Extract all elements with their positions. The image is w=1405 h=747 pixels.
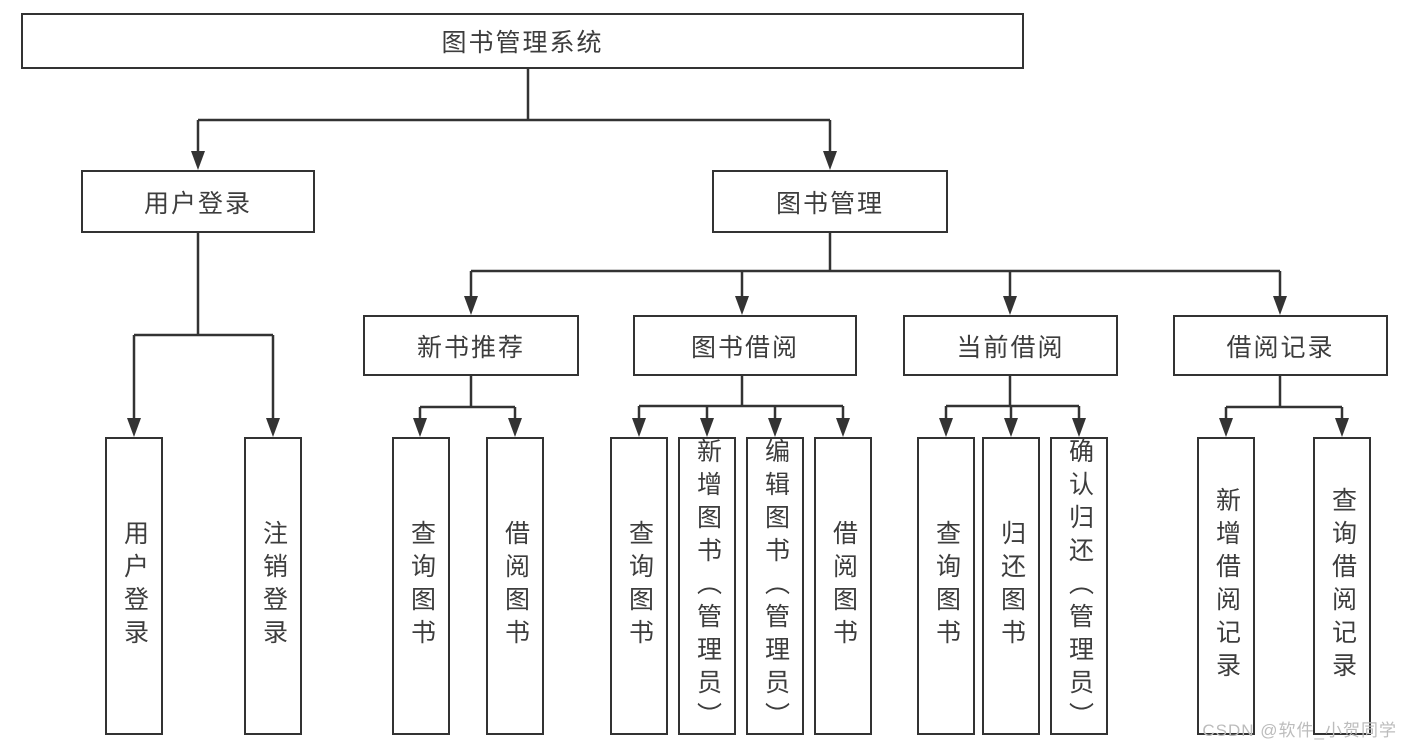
leaf-confirm-return-admin-label: 确认归还（管理员） [1065,437,1094,735]
arrowhead [632,418,646,437]
arrowhead [508,418,522,437]
arrowhead [1072,418,1086,437]
node-current-borrow-label: 当前借阅 [956,333,1065,362]
leaf-query-books-borrow-label: 查询图书 [625,520,654,652]
leaf-query-books-borrow: 查询图书 [610,437,668,735]
node-book-borrow-label: 图书借阅 [690,333,799,362]
node-new-book-recommend: 新书推荐 [363,315,579,376]
node-borrow-records-label: 借阅记录 [1226,333,1335,362]
arrowhead [1004,418,1018,437]
leaf-borrow-books-borrow-label: 借阅图书 [829,520,858,652]
leaf-query-books-current: 查询图书 [917,437,975,735]
leaf-confirm-return-admin: 确认归还（管理员） [1050,437,1108,735]
node-user-login-label: 用户登录 [143,189,252,218]
node-root: 图书管理系统 [21,13,1024,69]
arrowhead [1003,296,1017,315]
connector-user-login-split [127,233,280,437]
leaf-query-books-recommend: 查询图书 [392,437,450,735]
connector-book-management-split [464,233,1287,315]
arrowhead [191,151,205,170]
leaf-user-login-label: 用户登录 [120,520,149,652]
arrowhead [413,418,427,437]
node-book-management-label: 图书管理 [775,189,884,218]
connector-root-split [191,69,837,170]
connector-current-split [939,376,1086,437]
node-new-book-recommend-label: 新书推荐 [416,333,525,362]
node-current-borrow: 当前借阅 [903,315,1118,376]
arrowhead [1335,418,1349,437]
csdn-watermark: CSDN @软件_小贺同学 [1202,721,1397,740]
connector-borrow-split [632,376,850,437]
connector-recommend-split [413,376,522,437]
leaf-edit-book-admin-label: 编辑图书（管理员） [761,437,790,735]
connector-records-split [1219,376,1349,437]
leaf-borrow-books-recommend-label: 借阅图书 [501,520,530,652]
arrowhead [768,418,782,437]
node-book-management: 图书管理 [712,170,948,233]
arrowhead [939,418,953,437]
leaf-add-book-admin-label: 新增图书（管理员） [693,437,722,735]
leaf-query-books-current-label: 查询图书 [932,520,961,652]
arrowhead [836,418,850,437]
leaf-logout: 注销登录 [244,437,302,735]
arrowhead [700,418,714,437]
leaf-query-borrow-record-label: 查询借阅记录 [1328,487,1357,685]
leaf-add-borrow-record: 新增借阅记录 [1197,437,1255,735]
leaf-borrow-books-borrow: 借阅图书 [814,437,872,735]
leaf-logout-label: 注销登录 [259,520,288,652]
arrowhead [266,418,280,437]
leaf-return-books: 归还图书 [982,437,1040,735]
leaf-edit-book-admin: 编辑图书（管理员） [746,437,804,735]
leaf-query-borrow-record: 查询借阅记录 [1313,437,1371,735]
node-root-label: 图书管理系统 [441,29,604,57]
arrowhead [127,418,141,437]
arrowhead [823,151,837,170]
leaf-query-books-recommend-label: 查询图书 [407,520,436,652]
node-book-borrow: 图书借阅 [633,315,857,376]
leaf-user-login: 用户登录 [105,437,163,735]
leaf-add-borrow-record-label: 新增借阅记录 [1212,487,1241,685]
node-user-login: 用户登录 [81,170,315,233]
leaf-return-books-label: 归还图书 [997,520,1026,652]
arrowhead [735,296,749,315]
arrowhead [1273,296,1287,315]
leaf-add-book-admin: 新增图书（管理员） [678,437,736,735]
arrowhead [1219,418,1233,437]
node-borrow-records: 借阅记录 [1173,315,1388,376]
leaf-borrow-books-recommend: 借阅图书 [486,437,544,735]
arrowhead [464,296,478,315]
